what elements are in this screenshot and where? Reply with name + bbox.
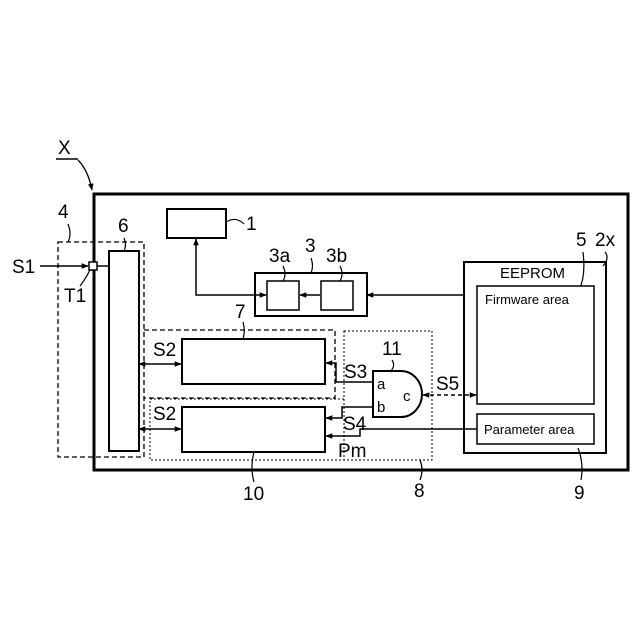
block-1	[167, 209, 226, 238]
block-3-label: 3	[305, 236, 316, 257]
block-10-label: 10	[243, 484, 264, 505]
block-7-label: 7	[235, 302, 246, 323]
block-10-leader	[252, 452, 254, 482]
region-4-leader	[68, 224, 70, 242]
device-x-leader	[78, 160, 92, 190]
signal-s1-label: S1	[12, 257, 35, 278]
region-4-label: 4	[58, 202, 69, 223]
gate-input-a: a	[377, 376, 386, 393]
gate-output-c: c	[403, 388, 411, 405]
block-6-label: 6	[118, 216, 129, 237]
param-signal-label: Pm	[338, 441, 367, 462]
block-1-leader	[226, 219, 244, 224]
signal-s4-label: S4	[343, 414, 367, 435]
signal-s3-label: S3	[344, 362, 367, 383]
device-x-label: X	[58, 138, 71, 159]
gate-input-b: b	[377, 399, 385, 416]
block-3-leader	[311, 258, 313, 273]
block-2x-label: 2x	[595, 230, 616, 251]
signal-s2-upper-label: S2	[153, 340, 176, 361]
parameter-area-label: Parameter area	[484, 422, 575, 437]
eeprom-title: EEPROM	[500, 265, 565, 282]
block-3b	[321, 281, 353, 310]
terminal-t1	[89, 262, 97, 270]
block-9-label: 9	[574, 483, 585, 504]
signal-s5-label: S5	[436, 374, 459, 395]
block-6-leader	[124, 238, 126, 251]
block-5-label: 5	[576, 230, 587, 251]
block-11-label: 11	[382, 339, 402, 360]
block-3a	[267, 281, 299, 310]
signal-s2-lower-label: S2	[153, 404, 176, 425]
block-3a-label: 3a	[269, 246, 291, 267]
terminal-t1-label: T1	[64, 286, 86, 307]
block-6	[109, 251, 139, 451]
terminal-t1-leader	[80, 270, 90, 286]
block-3b-label: 3b	[326, 246, 347, 267]
block-10	[182, 407, 325, 452]
firmware-area-label: Firmware area	[485, 292, 570, 307]
block-1-label: 1	[246, 214, 257, 235]
region-8-label: 8	[414, 481, 425, 502]
block-7	[182, 339, 325, 384]
